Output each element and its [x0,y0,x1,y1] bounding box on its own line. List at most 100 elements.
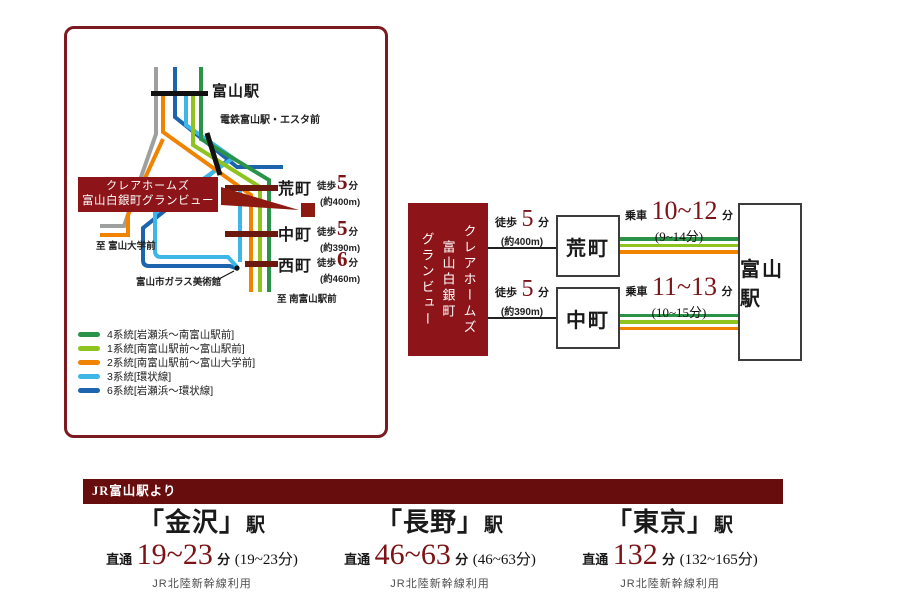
dest-note: JR北陸新幹線利用 [390,577,490,590]
legend-swatch-green [78,331,100,337]
dest-time: 直通 19~23 分 (19~23分) [92,537,312,571]
ride-line-green [620,237,738,241]
walk-minutes: 5 [337,216,348,240]
walk-connector-nakamachi [488,317,556,319]
dest-suffix: 駅 [484,515,505,536]
map-to-university-label: 至 富山大学前 [96,241,156,252]
glass-museum-dot [234,265,240,271]
dentetsu-station-bar [204,132,223,176]
nishicho-stop-bar [245,261,278,267]
map-walk-nishicho: 徒歩 6 分 [317,249,358,270]
minutes-range: (46~63分) [472,551,536,568]
route-property-box: クレアホームズ 富山白銀町 グランビュー [408,203,488,356]
map-toyama-label: 富山駅 [212,83,261,100]
route-station-nakamachi-box: 中町 [556,287,620,349]
route-walk-distance-nakamachi: (約390m) [500,307,544,318]
walk-label: 徒歩 [317,227,337,238]
ride-range-nakamachi: (10~15分) [651,305,707,320]
walk-minutes: 5 [521,276,534,302]
map-property-name-line2: 富山白銀町グランビュー [82,195,214,208]
walk-unit: 分 [537,217,549,229]
tram-line-lightgreen [191,95,262,292]
legend-label: 4系統[岩瀬浜〜南富山駅前] [107,328,235,341]
direct-minutes: 19~23 [136,537,213,571]
walk-unit: 分 [348,181,359,192]
legend-swatch-orange [78,359,100,365]
tram-map-panel [64,26,388,438]
walk-unit: 分 [348,227,359,238]
walk-label: 徒歩 [317,181,337,192]
walk-minutes: 5 [521,206,534,232]
direct-label: 直通 [344,551,371,567]
walk-label: 徒歩 [495,217,518,229]
dest-title: 「長野」駅 [330,507,550,538]
minutes-unit: 分 [662,551,676,567]
walk-label: 徒歩 [317,258,337,269]
map-walk-aramachi: 徒歩 5 分 [317,172,358,193]
map-dentetsu-label: 電鉄富山駅・エスタ前 [220,115,320,126]
ride-label: 乗車 [625,286,648,298]
dest-name: 「東京」 [605,507,714,537]
ride-minutes: 11~13 [651,272,718,301]
property-marker-square [301,203,315,217]
dest-suffix: 駅 [246,515,267,536]
direct-minutes: 132 [612,537,658,571]
legend-label: 3系統[環状線] [107,370,172,383]
ride-unit: 分 [721,286,733,298]
toyama-station-bar [151,91,208,96]
direct-label: 直通 [106,551,133,567]
ride-label: 乗車 [625,210,647,222]
ride-line-orange [620,250,738,254]
property-pointer-triangle [221,187,299,210]
legend-item: 2系統[南富山駅前〜富山大学前] [78,355,255,369]
legend-swatch-lightgreen [78,345,100,351]
minutes-unit: 分 [455,551,469,567]
dest-kanazawa: 「金沢」駅 直通 19~23 分 (19~23分) JR北陸新幹線利用 [92,507,312,591]
nakamachi-stop-bar [225,231,278,237]
walk-connector-aramachi [488,247,556,249]
direct-minutes: 46~63 [374,537,451,571]
legend-item: 3系統[環状線] [78,369,255,383]
ride-time-nakamachi: 乗車 11~13 分 [612,272,746,301]
jr-banner: JR富山駅より [83,479,783,504]
map-property-name-line1: クレアホームズ [106,180,190,193]
ride-time-aramachi: 乗車 10~12 分 [612,196,746,225]
map-legend: 4系統[岩瀬浜〜南富山駅前] 1系統[南富山駅前〜富山駅前] 2系統[南富山駅前… [78,327,255,397]
legend-item: 1系統[南富山駅前〜富山駅前] [78,341,255,355]
walk-unit: 分 [537,287,549,299]
walk-label: 徒歩 [495,287,518,299]
dest-tokyo: 「東京」駅 直通 132 分 (132~165分) JR北陸新幹線利用 [560,507,780,591]
route-toyama-station-box: 富山駅 [738,203,802,361]
minutes-range: (132~165分) [679,551,758,568]
dest-suffix: 駅 [714,515,735,536]
legend-label: 2系統[南富山駅前〜富山大学前] [107,356,256,369]
dest-name: 「金沢」 [137,507,246,537]
ride-line-green [620,313,738,317]
dest-nagano: 「長野」駅 直通 46~63 分 (46~63分) JR北陸新幹線利用 [330,507,550,591]
map-station-nakamachi: 中町 [278,227,313,244]
map-walk-distance-nishicho: (約460m) [320,274,361,285]
ride-line-lightgreen [620,320,738,324]
legend-swatch-darkblue [78,387,100,393]
aramachi-stop-bar [225,185,278,191]
map-station-aramachi: 荒町 [278,181,313,198]
legend-label: 6系統[岩瀬浜〜環状線] [107,384,214,397]
ride-line-orange [620,326,738,330]
direct-label: 直通 [582,551,609,567]
station-name: 中町 [566,309,610,332]
walk-minutes: 6 [337,247,348,271]
route-property-name: クレアホームズ 富山白銀町 グランビュー [417,203,480,356]
dest-time: 直通 132 分 (132~165分) [560,537,780,571]
station-name: 富山駅 [740,259,784,310]
route-station-aramachi-box: 荒町 [556,215,620,277]
map-property-box: クレアホームズ 富山白銀町グランビュー [78,177,218,212]
route-walk-distance-aramachi: (約400m) [500,237,544,248]
ride-minutes: 10~12 [651,196,718,225]
minutes-unit: 分 [217,551,231,567]
tram-line-orange-main [161,95,253,292]
property-name-col1: クレアホームズ [461,223,477,336]
dest-note: JR北陸新幹線利用 [620,577,720,590]
map-glass-museum-label: 富山市ガラス美術館 [136,277,222,288]
dest-title: 「東京」駅 [560,507,780,538]
map-walk-distance-aramachi: (約400m) [320,197,361,208]
